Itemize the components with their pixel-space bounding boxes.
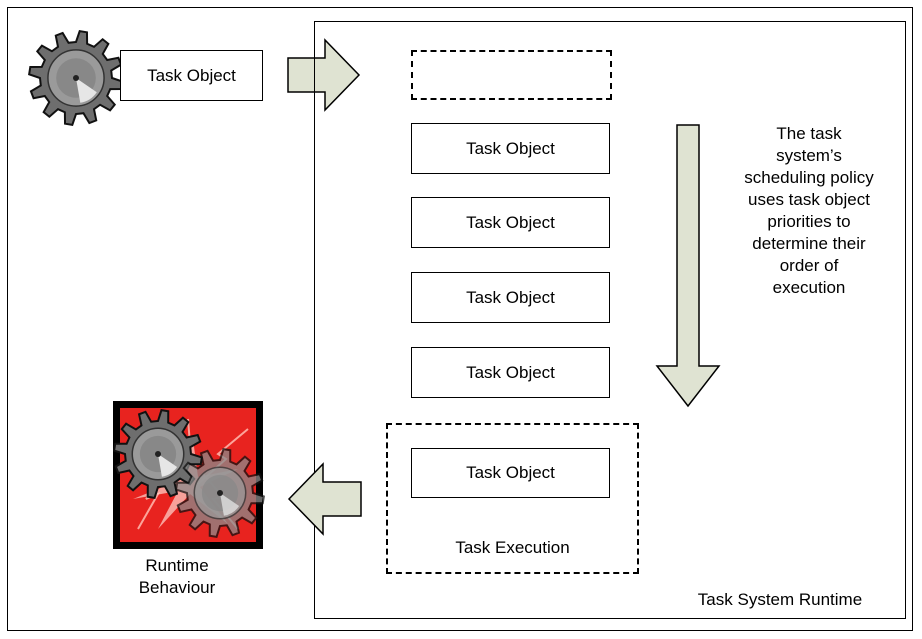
runtime-behaviour-icon: [113, 401, 265, 549]
task-execution-area: [386, 423, 639, 574]
empty-queue-slot: [411, 50, 612, 100]
arrow-down-icon: [655, 124, 721, 408]
queued-task-object: Task Object: [411, 197, 610, 248]
scheduling-policy-note: The task system’s scheduling policy uses…: [744, 124, 874, 297]
task-system-runtime: [314, 21, 906, 619]
queued-task-object: Task Object: [411, 123, 610, 174]
incoming-task-label: Task Object: [147, 65, 236, 85]
gear-icon: [28, 30, 124, 126]
runtime-behaviour-caption: Runtime Behaviour: [112, 555, 242, 599]
queued-task-label: Task Object: [466, 287, 555, 307]
queued-task-label: Task Object: [466, 138, 555, 158]
diagram-frame: [7, 7, 913, 631]
queued-task-label: Task Object: [466, 362, 555, 382]
queued-task-object: Task Object: [411, 347, 610, 398]
incoming-task-object: Task Object: [120, 50, 263, 101]
task-system-runtime-caption: Task System Runtime: [697, 590, 863, 609]
arrow-left-icon: [287, 462, 362, 536]
runtime-behaviour-line2: Behaviour: [138, 578, 216, 597]
executing-task-object: Task Object: [411, 448, 610, 498]
runtime-behaviour-line1: Runtime: [145, 556, 209, 575]
task-execution-caption: Task Execution: [455, 538, 570, 557]
executing-task-label: Task Object: [466, 463, 555, 482]
queued-task-label: Task Object: [466, 212, 555, 232]
arrow-right-icon: [287, 38, 361, 112]
queued-task-object: Task Object: [411, 272, 610, 323]
